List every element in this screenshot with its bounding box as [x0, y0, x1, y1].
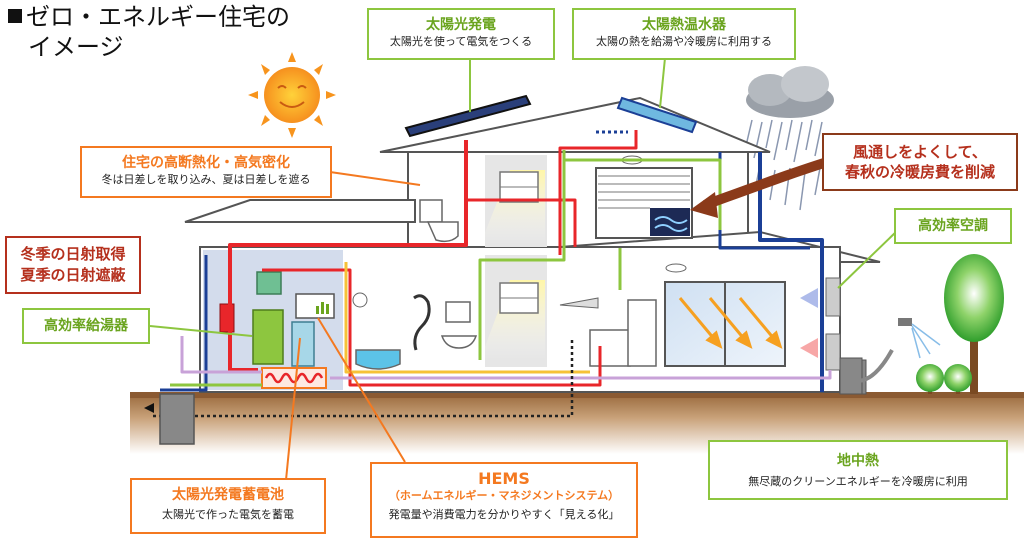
label-solar-power-title: 太陽光発電 — [426, 17, 496, 33]
label-aircon-title: 高効率空調 — [918, 218, 988, 234]
label-ventilation-line1: 風通しをよくして、 — [853, 143, 987, 161]
label-sunlight-line2: 夏季の日射遮蔽 — [20, 266, 126, 284]
label-solar-water: 太陽熱温水器 太陽の熱を給湯や冷暖房に利用する — [572, 8, 796, 60]
label-hems-subtitle: （ホームエネルギー・マネジメントシステム） — [388, 489, 620, 502]
solar-water-heater — [616, 96, 698, 134]
label-geothermal: 地中熱 無尽蔵のクリーンエネルギーを冷暖房に利用 — [708, 440, 1008, 500]
label-hems-title: HEMS — [478, 469, 530, 488]
label-battery-title: 太陽光発電蓄電池 — [172, 487, 284, 503]
label-ventilation: 風通しをよくして、 春秋の冷暖房費を削減 — [822, 133, 1018, 191]
label-insulation: 住宅の高断熱化・高気密化 冬は日差しを取り込み、夏は日差しを遮る — [80, 146, 332, 198]
label-battery: 太陽光発電蓄電池 太陽光で作った電気を蓄電 — [130, 478, 326, 534]
solar-panel — [404, 94, 532, 138]
blind-window — [595, 167, 693, 239]
label-ventilation-line2: 春秋の冷暖房費を削減 — [844, 163, 995, 181]
left-lower-roof — [184, 199, 416, 223]
hems-dotted-line — [150, 340, 574, 418]
label-water-heater: 高効率給湯器 — [22, 308, 150, 344]
label-solar-power: 太陽光発電 太陽光を使って電気をつくる — [367, 8, 555, 60]
label-sunlight-line1: 冬季の日射取得 — [20, 245, 126, 263]
label-solar-water-desc: 太陽の熱を給湯や冷暖房に利用する — [596, 35, 772, 48]
label-water-heater-title: 高効率給湯器 — [44, 318, 128, 334]
label-hems: HEMS （ホームエネルギー・マネジメントシステム） 発電量や消費電力を分かりや… — [370, 462, 638, 538]
label-geothermal-title: 地中熱 — [837, 453, 879, 469]
power-line-red — [228, 140, 468, 372]
label-hems-desc: 発電量や消費電力を分かりやすく「見える化」 — [388, 508, 620, 521]
label-solar-power-desc: 太陽光を使って電気をつくる — [389, 35, 533, 48]
label-aircon: 高効率空調 — [894, 208, 1012, 244]
sprinkler-icon — [898, 318, 941, 359]
ground-tank — [159, 393, 195, 445]
label-sunlight: 冬季の日射取得 夏季の日射遮蔽 — [5, 236, 141, 294]
label-insulation-title: 住宅の高断熱化・高気密化 — [122, 155, 290, 171]
title-line2: イメージ — [28, 33, 124, 61]
label-solar-water-title: 太陽熱温水器 — [642, 17, 726, 33]
page-title: ゼロ・エネルギー住宅の イメージ — [8, 2, 290, 62]
label-geothermal-desc: 無尽蔵のクリーンエネルギーを冷暖房に利用 — [748, 475, 968, 488]
title-line1: ゼロ・エネルギー住宅の — [26, 3, 290, 31]
water-heater-unit — [252, 309, 284, 365]
ground-surface — [130, 392, 1024, 398]
pipe-green — [564, 158, 722, 230]
second-floor — [407, 151, 749, 248]
label-battery-desc: 太陽光で作った電気を蓄電 — [162, 508, 294, 521]
tree-icon — [916, 254, 1004, 394]
sun-icon — [248, 52, 336, 138]
label-insulation-desc: 冬は日差しを取り込み、夏は日差しを遮る — [101, 173, 311, 186]
battery-unit — [291, 321, 315, 367]
